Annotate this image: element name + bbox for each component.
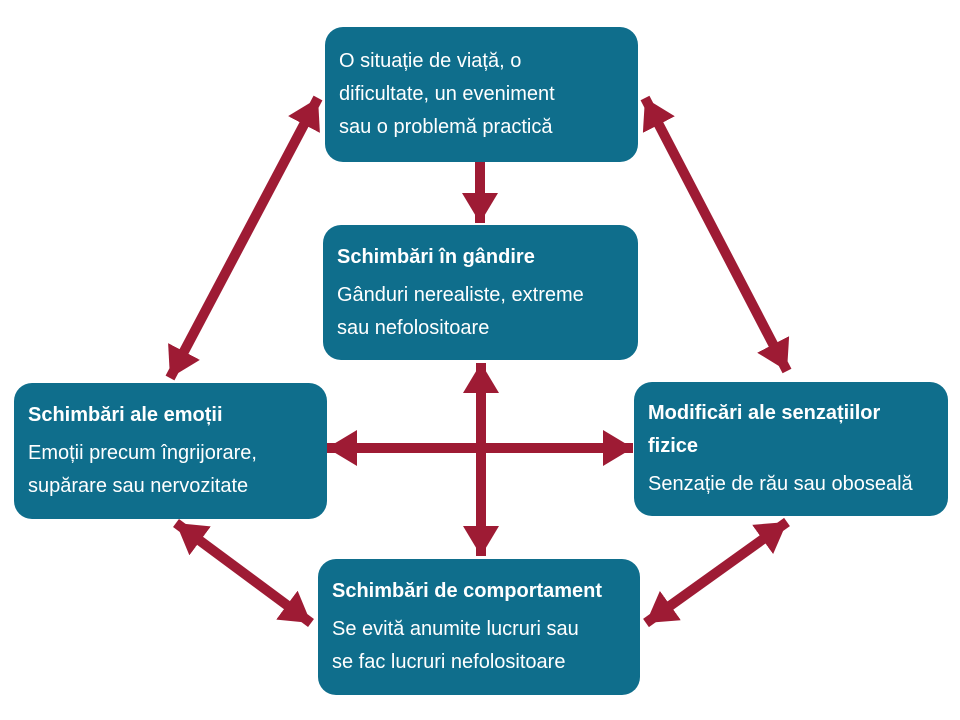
node-behavior-title: Schimbări de comportament (332, 580, 603, 602)
arrow-sensations-behavior (643, 517, 790, 628)
arrow-emotions-behavior (173, 518, 314, 628)
node-sensations-line: Senzație de rău sau oboseală (648, 473, 913, 495)
arrow-situation-sensations (640, 95, 792, 374)
node-situation-line: dificultate, un eveniment (339, 83, 555, 105)
node-situation-line: sau o problemă practică (339, 116, 553, 138)
node-thoughts-line: Gânduri nerealiste, extreme (337, 283, 584, 306)
node-thoughts-title: Schimbări în gândire (337, 245, 535, 268)
node-emotions-line: Emoții precum îngrijorare, (28, 442, 257, 464)
node-sensations-title: fizice (648, 435, 699, 457)
node-sensations-title: Modificări ale senzațiilor (648, 402, 881, 424)
node-situation-line: O situație de viață, o (339, 50, 522, 72)
node-situation: O situație de viață, o dificultate, un e… (325, 27, 638, 162)
node-thoughts: Schimbări în gândire Gânduri nerealiste,… (323, 225, 638, 360)
node-emotions-title: Schimbări ale emoții (28, 404, 223, 426)
node-behavior-line: Se evită anumite lucruri sau (332, 618, 579, 640)
arrow-situation-emotions (165, 95, 323, 381)
node-behavior-line: se fac lucruri nefolositoare (332, 651, 566, 673)
node-emotions-line: supărare sau nervozitate (28, 475, 249, 497)
node-emotions: Schimbări ale emoții Emoții precum îngri… (14, 383, 327, 519)
node-sensations: Modificări ale senzațiilor fizice Senzaț… (634, 382, 948, 516)
node-behavior: Schimbări de comportament Se evită anumi… (318, 559, 640, 695)
node-thoughts-line: sau nefolositoare (337, 316, 490, 339)
